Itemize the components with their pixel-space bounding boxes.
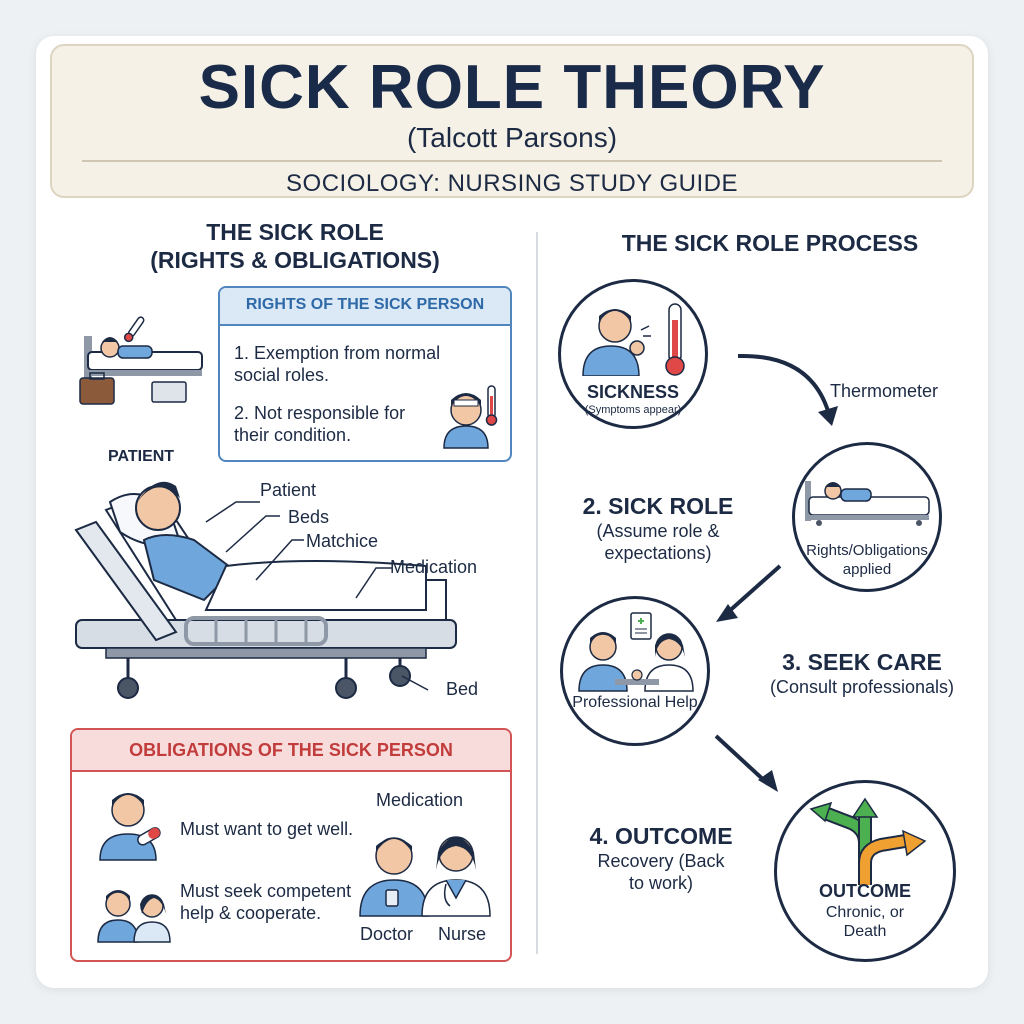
coughing-person-icon (582, 303, 685, 376)
sickness-label: SICKNESS (586, 382, 680, 402)
doctor-label: Doctor (360, 924, 414, 944)
rights-box: RIGHTS OF THE SICK PERSON 1. Exemption f… (218, 286, 512, 462)
patient-heading: PATIENT (108, 448, 175, 465)
branching-arrows-icon (809, 797, 927, 885)
obligation-item-2: Must seek competent help & cooperate. (180, 881, 352, 923)
bed-rest-icon (805, 481, 930, 526)
step3: 3. SEEK CARE (Consult professionals) (760, 648, 964, 698)
step4-title: 4. OUTCOME (589, 823, 733, 849)
obligations-box: OBLIGATIONS OF THE SICK PERSON Must want… (70, 728, 512, 962)
callout-patient: Patient (260, 480, 317, 500)
rights-applied-label: Rights/Obligations applied (806, 542, 928, 578)
hospital-bed-illustration (74, 481, 457, 699)
arrow-sickness-to-sickrole (737, 353, 832, 419)
recovering-patient-icon (99, 793, 161, 861)
step2: 2. SICK ROLE (Assume role & expectations… (566, 492, 750, 564)
seeking-help-icon (97, 890, 171, 943)
right-section-title: THE SICK ROLE PROCESS (621, 230, 919, 256)
professional-help-label: Professional Help (572, 694, 698, 711)
sickness-circle: SICKNESS (Symptoms appear) (558, 279, 708, 429)
nurse-label: Nurse (438, 924, 487, 944)
header-banner: SICK ROLE THEORY (Talcott Parsons) SOCIO… (50, 44, 974, 198)
flow-arrows (714, 353, 838, 792)
callout-bed: Bed (446, 679, 479, 699)
step2-title: 2. SICK ROLE (582, 493, 734, 519)
doctor-nurse-illustration (359, 836, 491, 917)
obligation-item-1: Must want to get well. (180, 819, 354, 839)
consultation-icon (578, 612, 694, 692)
small-bed-illustration (79, 316, 203, 405)
left-title-line1: THE SICK ROLE (206, 219, 384, 245)
step3-desc: (Consult professionals) (769, 677, 955, 697)
right-item-2: 2. Not responsible for their condition. (234, 403, 406, 445)
right-item-1: 1. Exemption from normal social roles. (234, 343, 441, 385)
left-title-line2: (RIGHTS & OBLIGATIONS) (150, 247, 440, 273)
arrow-sickrole-to-seekcare (724, 564, 782, 616)
left-section-title: THE SICK ROLE (RIGHTS & OBLIGATIONS) (100, 218, 490, 274)
feverish-patient-icon (443, 385, 498, 449)
column-divider (536, 232, 538, 954)
arrow-seekcare-to-outcome (714, 734, 770, 786)
page-subtitle: (Talcott Parsons) (406, 122, 618, 153)
outcome-circle: OUTCOME Chronic, or Death (774, 780, 956, 962)
study-guide-label: SOCIOLOGY: NURSING STUDY GUIDE (286, 170, 738, 197)
sick-role-circle: Rights/Obligations applied (792, 442, 942, 592)
obligations-heading: OBLIGATIONS OF THE SICK PERSON (72, 730, 510, 772)
header-divider (82, 160, 942, 162)
step4: 4. OUTCOME Recovery (Back to work) (572, 822, 750, 894)
rights-heading: RIGHTS OF THE SICK PERSON (220, 288, 510, 326)
sickness-sublabel: (Symptoms appear) (584, 404, 682, 416)
obligation-medication-label: Medication (376, 790, 464, 810)
step4-desc: Recovery (Back to work) (597, 851, 725, 893)
callout-beds: Beds (288, 507, 330, 527)
step3-title: 3. SEEK CARE (782, 649, 942, 675)
step2-desc: (Assume role & expectations) (596, 521, 720, 563)
callout-medication: Medication (390, 557, 478, 577)
page-title: SICK ROLE THEORY (198, 53, 826, 122)
outcome-sublabel: Chronic, or Death (825, 904, 905, 940)
callout-matchice: Matchice (306, 531, 379, 551)
seek-care-circle: Professional Help (560, 596, 710, 746)
thermometer-label: Thermometer (830, 381, 939, 401)
outcome-label: OUTCOME (819, 881, 911, 901)
